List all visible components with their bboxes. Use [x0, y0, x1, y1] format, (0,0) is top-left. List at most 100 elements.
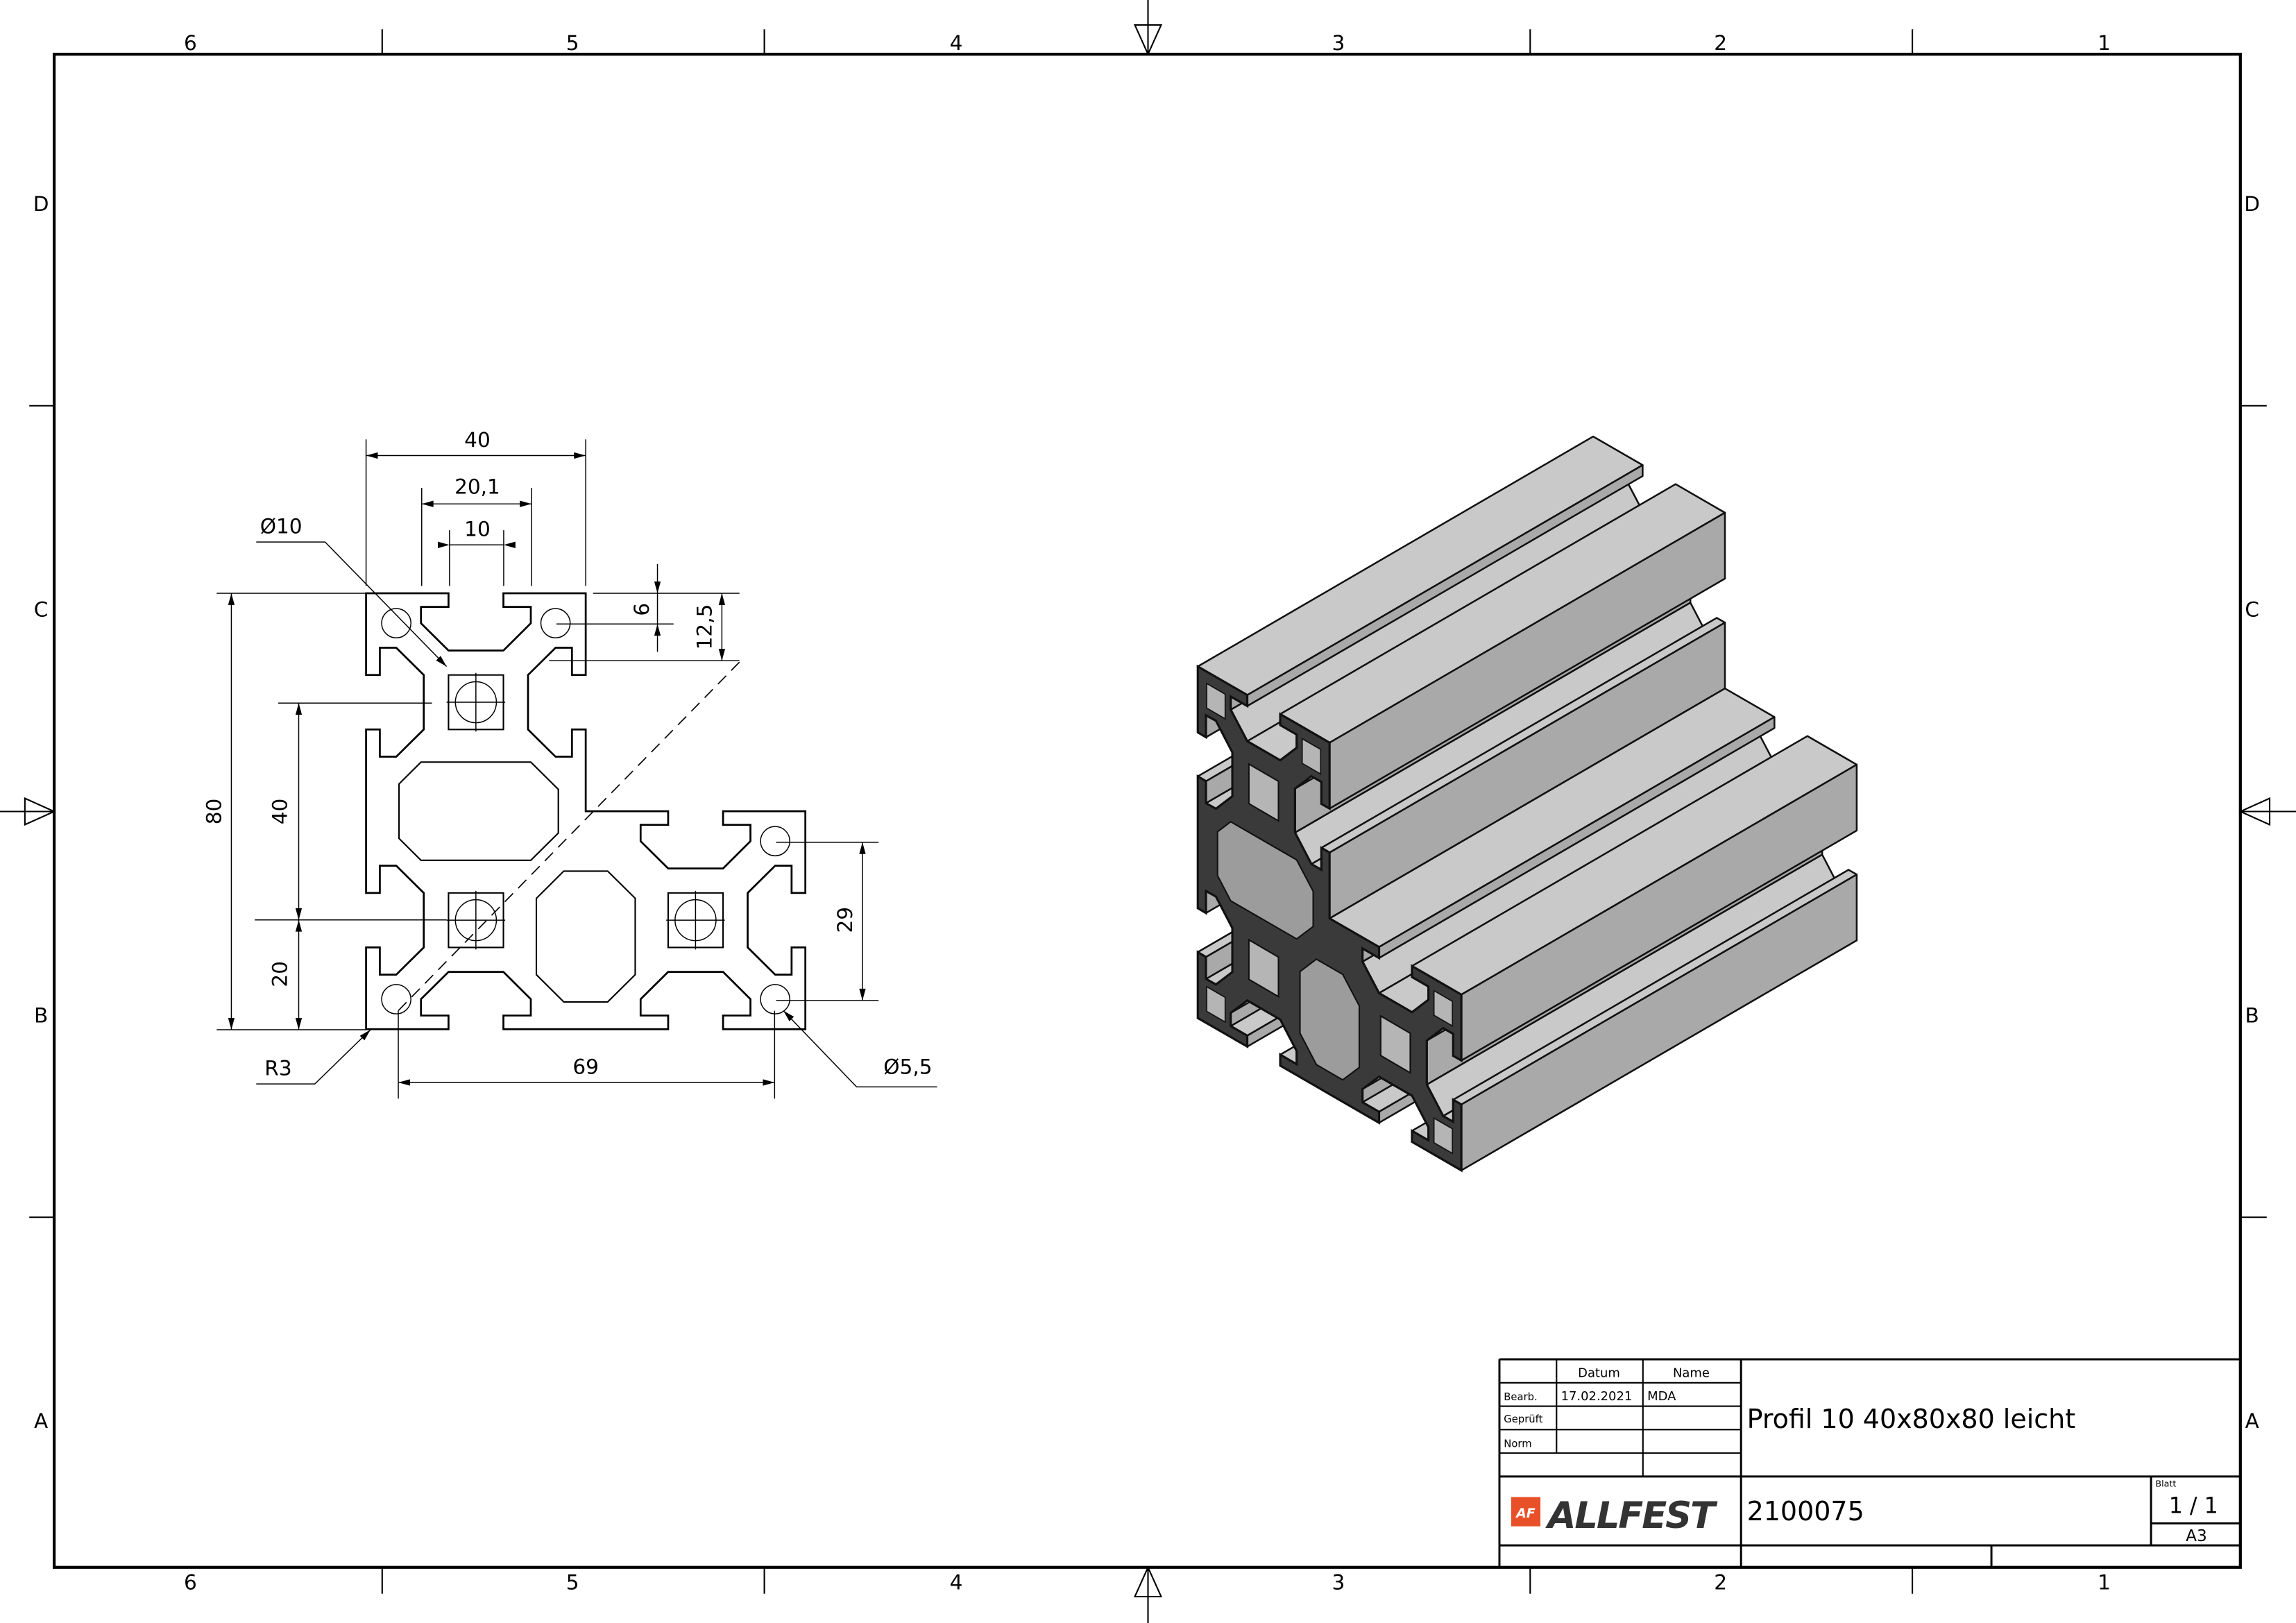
- center-line: [446, 890, 506, 950]
- zone-column-label: 1: [2098, 1570, 2111, 1594]
- diagonal-center-line: [395, 661, 740, 1014]
- dimension-arrowhead: [437, 541, 450, 548]
- dim-width-69: 69: [572, 1055, 599, 1078]
- corner-hole: [760, 984, 790, 1014]
- dimension-arrowhead: [763, 1079, 775, 1086]
- front-corner-hole: [1433, 1116, 1454, 1155]
- dimension-arrowhead: [295, 919, 303, 932]
- isometric-view: [1196, 435, 1858, 1173]
- dim-slot-20-1: 20,1: [454, 475, 500, 498]
- dim-radius-3: R3: [264, 1056, 291, 1080]
- dimension-arrowhead: [503, 541, 516, 548]
- core-bore: [448, 892, 504, 949]
- zone-column-label: 2: [1714, 1570, 1727, 1594]
- dimension-arrowhead: [295, 1018, 303, 1030]
- dimension-arrowhead: [718, 593, 726, 605]
- corner-hole: [540, 608, 571, 638]
- front-core: [1248, 938, 1279, 999]
- title-block: Datum Name Bearb. 17.02.2021 MDA Geprüft…: [1498, 1358, 2240, 1567]
- front-cavity: [1216, 821, 1314, 940]
- zone-column-label: 4: [950, 31, 963, 55]
- center-line: [666, 890, 725, 950]
- center-arrow-bottom: [1133, 1565, 1163, 1623]
- zone-column-label: 5: [566, 31, 579, 55]
- zone-column-label: 5: [566, 1570, 579, 1594]
- logo-mark-icon: [1511, 1497, 1541, 1527]
- zone-column-label: 6: [184, 1570, 197, 1594]
- dimension-arrowhead: [718, 649, 726, 661]
- dimension-arrowhead: [859, 988, 866, 1001]
- front-core: [1379, 1014, 1411, 1074]
- zone-row-label: D: [2244, 192, 2260, 216]
- dim-slot-10: 10: [464, 518, 491, 541]
- dimension-arrowhead: [228, 1018, 235, 1030]
- zone-column-label: 2: [1714, 31, 1727, 55]
- dim-height-80: 80: [203, 799, 226, 825]
- tb-header-datum: Datum: [1578, 1366, 1620, 1380]
- dim-depth-12-5: 12,5: [693, 604, 717, 650]
- sheet-number: 1 / 1: [2169, 1494, 2218, 1519]
- zone-column-label: 3: [1332, 1570, 1345, 1594]
- center-arrow-top: [1133, 0, 1163, 56]
- profile-cavity: [398, 761, 559, 861]
- front-corner-hole: [1301, 738, 1322, 775]
- zone-column-label: 6: [184, 31, 197, 55]
- dim-depth-6: 6: [630, 603, 654, 616]
- dimension-arrowhead: [295, 703, 303, 715]
- dimension-arrowhead: [398, 1079, 410, 1086]
- dimension-arrowhead: [520, 500, 532, 507]
- profile-cavity: [535, 870, 636, 1003]
- front-corner-hole: [1206, 985, 1226, 1023]
- dimension-arrowhead: [366, 452, 378, 459]
- tb-row-label: Bearb.: [1504, 1391, 1537, 1403]
- center-arrow-right: [2238, 797, 2296, 826]
- center-arrow-left: [0, 797, 56, 826]
- zone-column-label: 4: [950, 1570, 963, 1594]
- dim-hole-5-5: Ø5,5: [883, 1055, 932, 1078]
- drawing-frame: [52, 52, 2242, 1569]
- core-bore: [667, 892, 724, 949]
- core-bore: [448, 674, 504, 731]
- corner-hole: [760, 826, 790, 857]
- logo-mark: AF: [1515, 1506, 1536, 1521]
- front-corner-hole: [1206, 682, 1226, 720]
- tb-header-name: Name: [1673, 1366, 1710, 1380]
- section-view: [365, 592, 807, 1030]
- front-core: [1248, 763, 1279, 822]
- dim-width-40: 40: [464, 428, 491, 452]
- zone-row-label: B: [2245, 1003, 2259, 1027]
- dimension-arrowhead: [228, 593, 235, 605]
- zone-column-label: 1: [2098, 31, 2111, 55]
- zone-row-label: B: [34, 1003, 48, 1027]
- corner-hole: [381, 608, 411, 638]
- tb-row-name: MDA: [1647, 1389, 1676, 1404]
- allfest-logo: AF ALLFEST: [1511, 1495, 1719, 1537]
- sheet-format: A3: [2186, 1527, 2207, 1545]
- drawing-title: Profil 10 40x80x80 leicht: [1747, 1404, 2076, 1434]
- dimension-arrowhead: [574, 452, 586, 459]
- dimension-arrowhead: [295, 908, 303, 920]
- dimension-arrowhead: [654, 624, 661, 636]
- front-cavity: [1299, 958, 1361, 1081]
- tb-row-label: Geprüft: [1504, 1413, 1542, 1425]
- profile-outline: [365, 592, 807, 1030]
- dim-hole-10: Ø10: [260, 514, 303, 538]
- dimension-arrowhead: [421, 500, 434, 507]
- drawing-number: 2100075: [1747, 1496, 1864, 1527]
- dimension-arrowhead: [783, 1010, 794, 1021]
- dimension-arrowhead: [359, 1030, 371, 1041]
- dim-offset-20: 20: [269, 961, 292, 987]
- zone-row-label: A: [2245, 1409, 2259, 1433]
- dimension-arrows: [228, 452, 866, 1086]
- sheet-label: Blatt: [2155, 1479, 2176, 1489]
- zone-row-label: C: [34, 598, 49, 622]
- center-line: [446, 672, 506, 732]
- tb-row-label: Norm: [1504, 1438, 1531, 1450]
- dimension-arrowhead: [654, 581, 661, 593]
- dimensions: [216, 439, 937, 1099]
- front-corner-hole: [1433, 989, 1454, 1028]
- zone-row-label: C: [2245, 598, 2259, 622]
